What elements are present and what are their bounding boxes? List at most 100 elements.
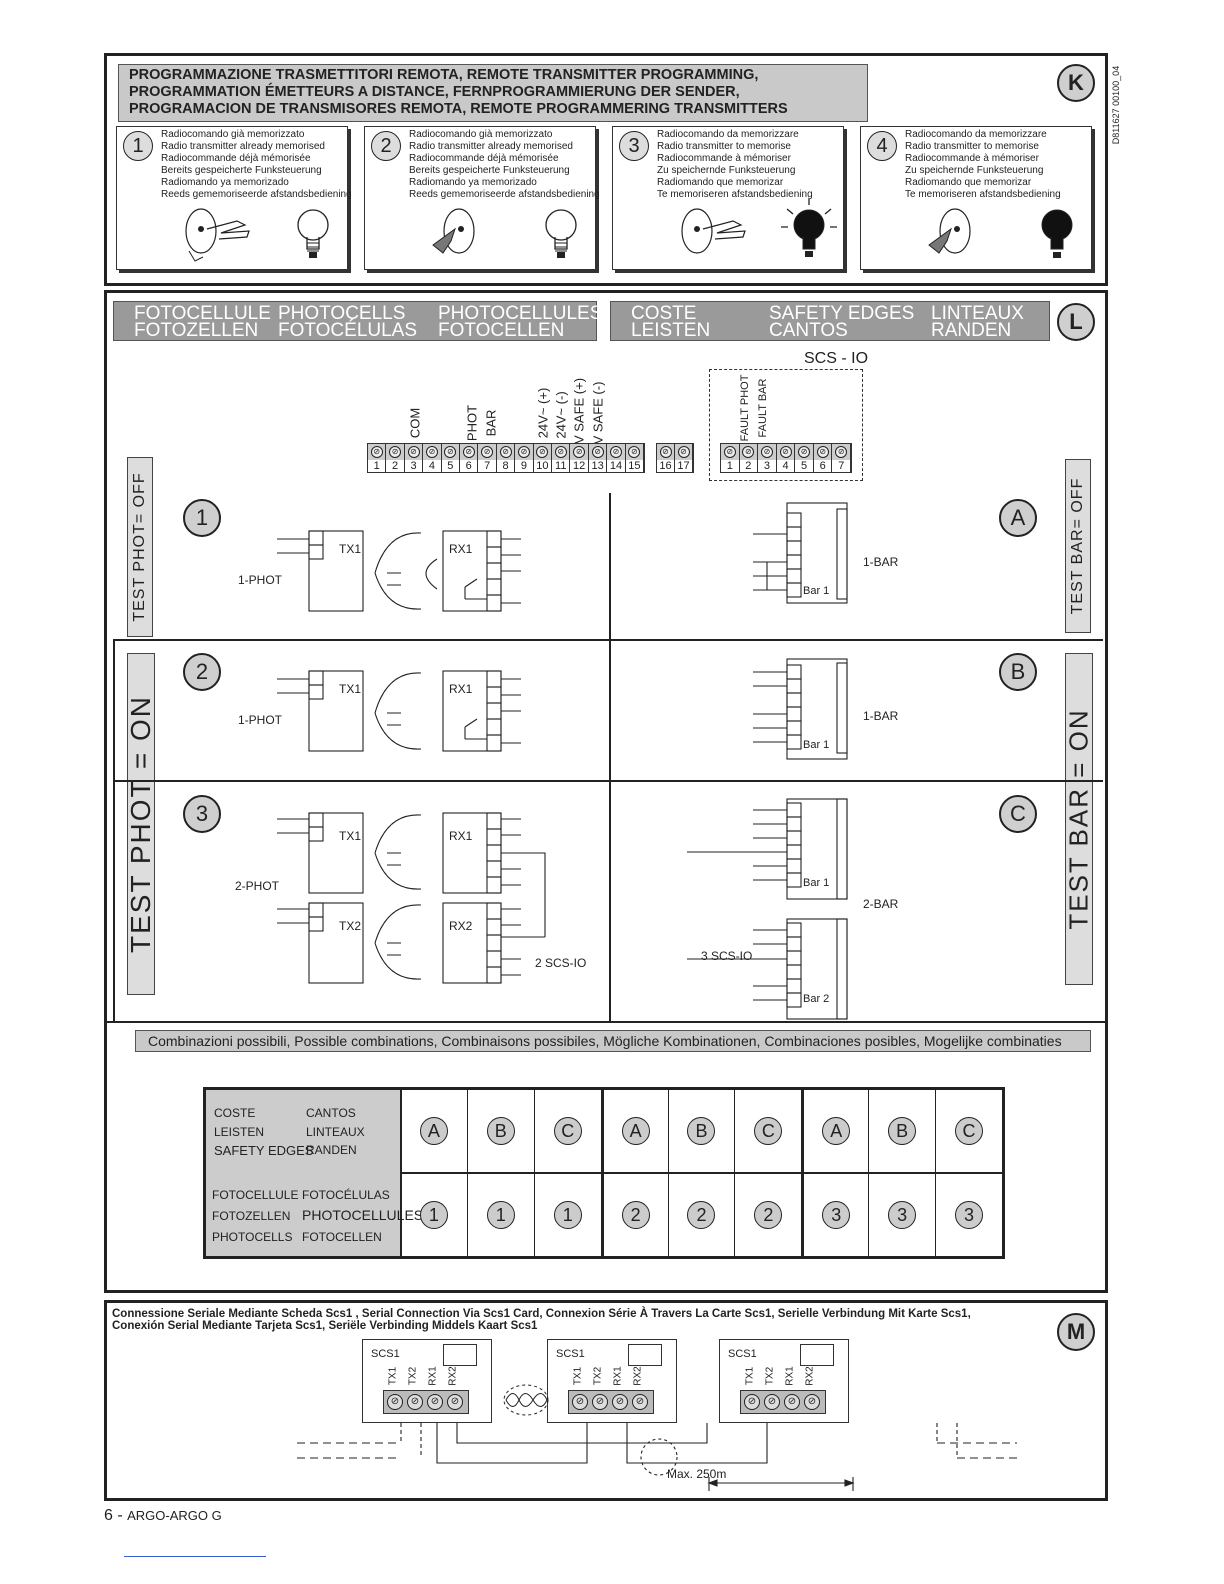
scs-io-wire-label-rx: 2 SCS-IO (535, 956, 587, 970)
step-text: Radiocomando già memorizzato Radio trans… (161, 129, 352, 200)
terminal: ⊘ 16 (657, 444, 675, 472)
terminal-screw-icon: ⊘ (573, 446, 586, 458)
scs1-terminal-label: RX2 (632, 1366, 644, 1386)
product-name: ARGO-ARGO G (127, 1508, 222, 1523)
combo-circle: 1 (553, 1201, 582, 1229)
terminal-number: 11 (552, 460, 570, 472)
step-2-box: 2 Radiocomando già memorizzato Radio tra… (364, 126, 600, 270)
terminal-label-vsafe-minus: V SAFE (-) (590, 381, 606, 445)
terminal-number: 6 (460, 460, 478, 472)
terminal: ⊘7 (832, 444, 852, 472)
rx-label: RX1 (449, 829, 473, 843)
combo-photo-cell: 1 (466, 1174, 534, 1256)
grid-row-divider-2 (113, 780, 1103, 782)
terminal-screw-icon: ⊘ (609, 446, 622, 458)
section-m-serial-connection: Connessione Seriale Mediante Scheda Scs1… (104, 1300, 1108, 1501)
scs1-terminal-label: RX2 (447, 1366, 459, 1386)
terminal-screw-icon: ⊘ (427, 1394, 443, 1410)
scs1-terminal-label: TX1 (387, 1366, 399, 1386)
photocell-wiring-diagrams (277, 530, 546, 984)
terminal-number: 10 (533, 460, 552, 472)
terminal-screw-icon: ⊘ (481, 446, 494, 458)
terminal-screw-icon: ⊘ (744, 1394, 760, 1410)
combo-photo-cell: 2 (667, 1174, 735, 1256)
terminal-screw-icon: ⊘ (407, 446, 420, 458)
terminal-label-24v-minus: 24V~ (-) (553, 391, 569, 439)
combo-circle: A (621, 1117, 650, 1145)
terminal-number: 9 (515, 460, 533, 472)
section-m-letter: M (1057, 1313, 1095, 1351)
terminal-screw-icon: ⊘ (554, 446, 567, 458)
terminal-number: 2 (739, 460, 758, 472)
scs1-terminal-label: RX1 (784, 1366, 796, 1386)
scs-io-label: SCS - IO (804, 350, 869, 367)
bar1-label: Bar 1 (803, 585, 830, 597)
terminal-screw-icon: ⊘ (462, 446, 475, 458)
combo-photo-cell: 2 (600, 1174, 668, 1256)
terminal-screw-icon: ⊘ (425, 446, 438, 458)
terminal-number: 15 (625, 460, 644, 472)
combo-edge-cell: A (801, 1090, 869, 1174)
aux-terminal-strip: ⊘ 16⊘17 (656, 443, 694, 473)
test-phot-on-label: TEST PHOT = ON (125, 653, 156, 995)
hand-remote-icon (185, 208, 250, 262)
scs1-terminal-label: RX2 (804, 1366, 816, 1386)
terminal-number: 16 (657, 460, 674, 472)
hand-remote-icon (681, 208, 746, 254)
rx-label: RX1 (449, 542, 473, 556)
terminal-number: 12 (570, 460, 588, 472)
phot-label-row2: 1-PHOT (238, 713, 283, 727)
grid-row-divider-3 (107, 1021, 1105, 1023)
main-terminal-strip: ⊘1⊘2⊘3⊘4⊘5⊘6⊘7⊘8⊘9⊘10⊘11⊘12⊘13⊘14⊘15 (367, 443, 645, 473)
terminal-number: 3 (404, 460, 423, 472)
terminal-screw-icon: ⊘ (612, 1394, 628, 1410)
grid-left-border (113, 639, 115, 1023)
combo-circle: B (687, 1117, 716, 1145)
scs1-terminal-label: TX2 (407, 1366, 419, 1386)
step-text: Radiocomando da memorizzare Radio transm… (905, 129, 1061, 200)
terminal: ⊘7 (478, 444, 497, 472)
grid-vertical-divider (609, 493, 611, 1023)
combo-circle: 3 (822, 1201, 851, 1229)
combo-photo-cell: 2 (734, 1174, 801, 1256)
phot-label-row3: 2-PHOT (235, 879, 280, 893)
combo-circle: 2 (687, 1201, 716, 1229)
terminal: ⊘ 14 (607, 444, 626, 472)
combo-circle: C (955, 1117, 984, 1145)
footer-link-line (124, 1556, 266, 1557)
terminal: ⊘1 (721, 444, 740, 472)
terminal-label-phot: PHOT (464, 404, 480, 442)
bar-label-c: 2-BAR (863, 897, 899, 911)
terminal: ⊘17 (675, 444, 693, 472)
terminal-number: 1 (368, 460, 386, 472)
terminal-screw-icon: ⊘ (628, 446, 641, 458)
terminal-screw-icon: ⊘ (659, 446, 672, 458)
terminal: ⊘ 15 (625, 444, 645, 472)
combo-circle: 2 (621, 1201, 650, 1229)
terminal-screw-icon: ⊘ (742, 446, 755, 458)
scs1-label: SCS1 (556, 1348, 585, 1360)
terminal-number: 14 (607, 460, 625, 472)
remote-button-press-icon (928, 208, 971, 254)
edge-row-header: COSTE CANTOS LEISTEN LINTEAUX SAFETY EDG… (206, 1090, 402, 1176)
scs1-led-box (443, 1344, 477, 1366)
step-number: 2 (371, 131, 401, 161)
terminal-number: 1 (721, 460, 739, 472)
terminal: ⊘8 (496, 444, 516, 472)
terminal-screw-icon: ⊘ (591, 446, 604, 458)
section-l-letter: L (1057, 303, 1095, 341)
terminal-screw-icon: ⊘ (804, 1394, 820, 1410)
terminal: ⊘6 (460, 444, 479, 472)
terminal: ⊘9 (515, 444, 534, 472)
combo-edge-cell: B (466, 1090, 534, 1174)
terminal-label-24v-plus: 24V~ (+) (535, 387, 551, 439)
combo-circle: 2 (754, 1201, 783, 1229)
combo-circle: C (754, 1117, 783, 1145)
combo-circle: 1 (419, 1201, 448, 1229)
terminal: ⊘ 12 (570, 444, 589, 472)
terminal: ⊘2 (739, 444, 759, 472)
